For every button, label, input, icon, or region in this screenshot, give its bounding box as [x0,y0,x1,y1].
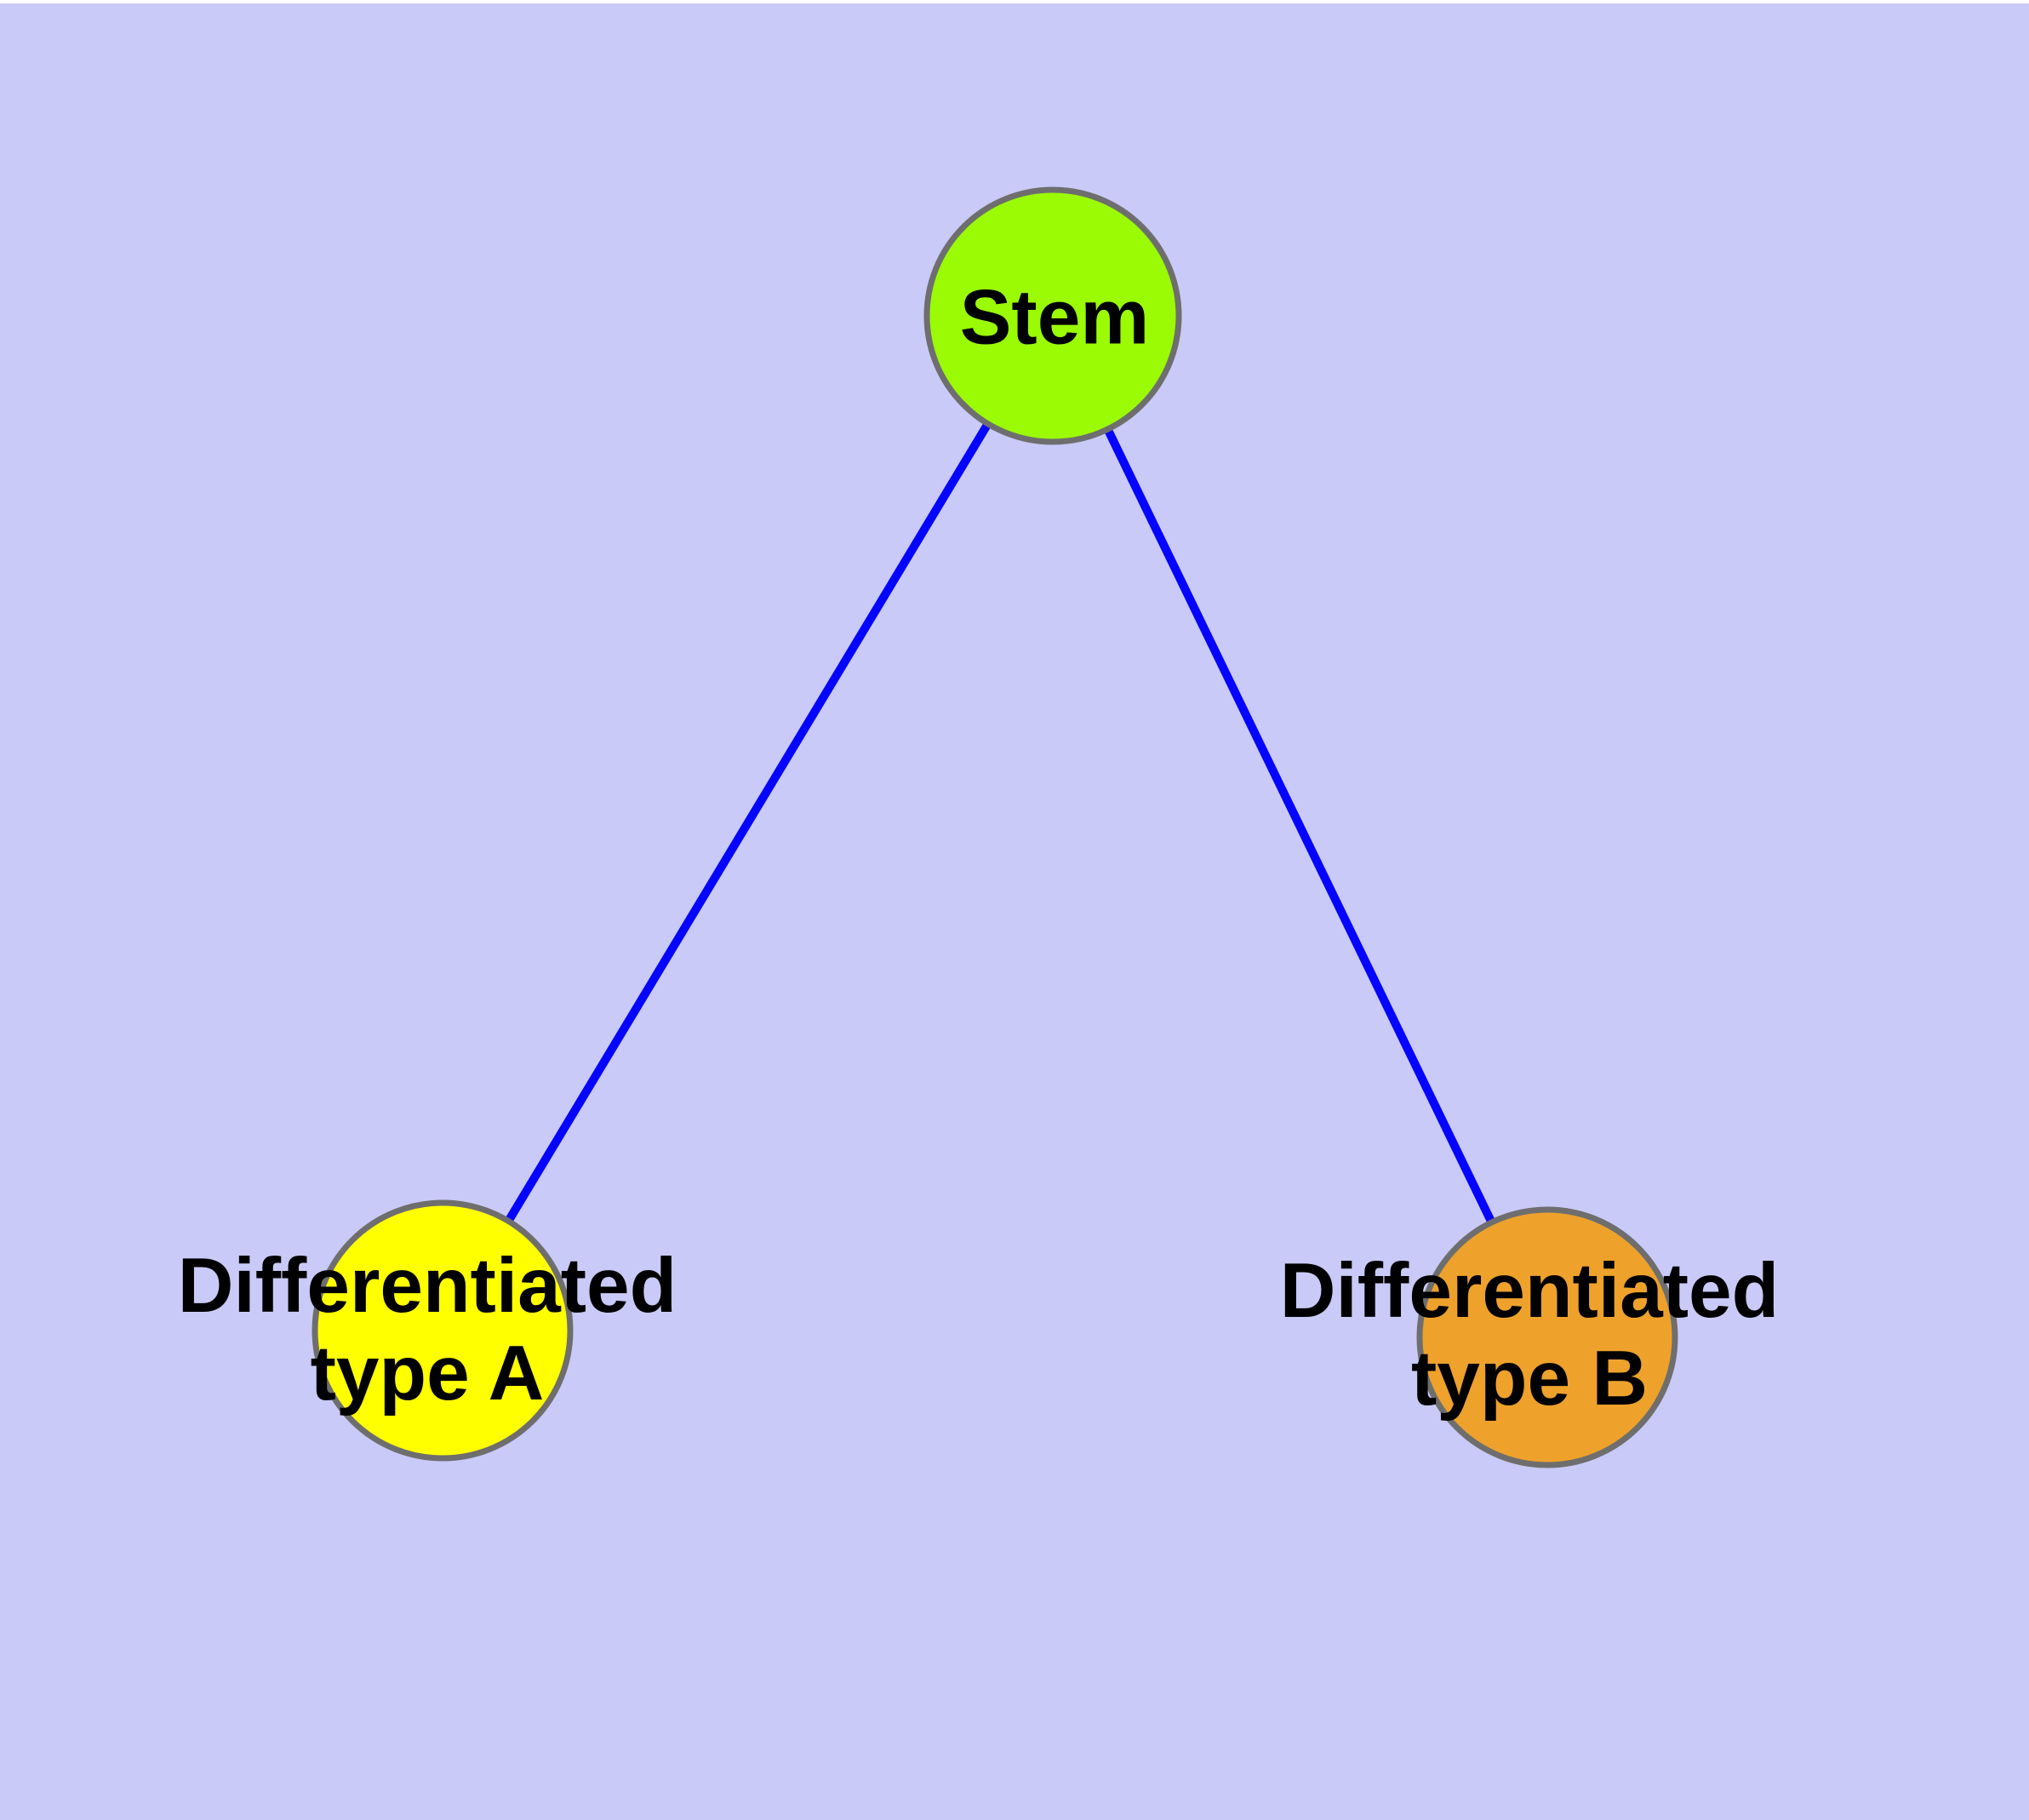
edge-stem-to-type-b [1049,313,1552,1340]
node-type-b-label: Differentiated type B [1279,1248,1780,1422]
graph-svg [0,3,2029,1820]
node-type-a-label: Differentiated type A [177,1243,677,1417]
edge-stem-to-type-a [438,313,1057,1333]
node-stem-circle [923,186,1182,445]
node-stem-label: Stem [959,274,1150,361]
node-type-a-circle [311,1199,574,1462]
node-type-b-circle [1416,1206,1678,1468]
